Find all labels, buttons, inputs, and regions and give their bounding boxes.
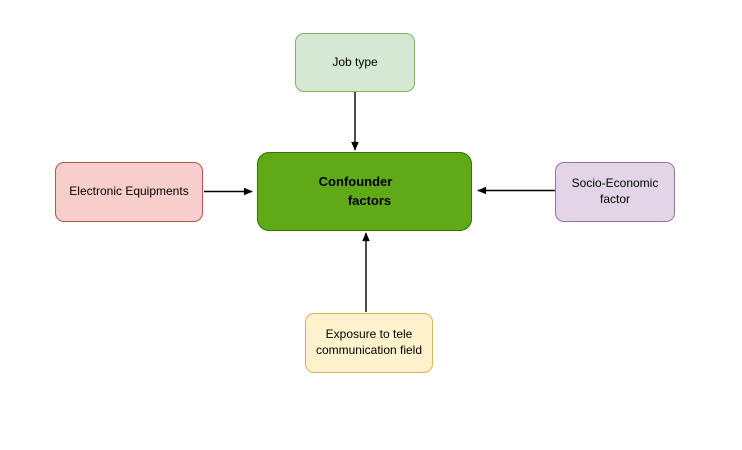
node-socio-economic-label-line2: factor <box>599 192 630 206</box>
node-confounder-factors-label-line1: Confounder <box>318 173 393 189</box>
node-socio-economic-label-line1: Socio-Economic <box>571 176 659 191</box>
node-confounder-factors-label-line2: factors <box>347 192 392 208</box>
node-job-type[interactable]: Job type <box>295 33 415 92</box>
node-electronic-equipments[interactable]: Electronic Equipments <box>55 162 203 222</box>
node-exposure-label-line2: communication field <box>315 343 423 357</box>
node-confounder-factors[interactable]: Confounder factors <box>257 152 472 231</box>
node-job-type-label: Job type <box>332 54 378 69</box>
node-electronic-equipments-label: Electronic Equipments <box>69 184 189 199</box>
node-socio-economic-factor[interactable]: Socio-Economic factor <box>555 162 675 222</box>
node-exposure-tele-communication[interactable]: Exposure to tele communication field <box>305 313 433 373</box>
node-exposure-label-line1: Exposure to tele <box>325 327 413 342</box>
